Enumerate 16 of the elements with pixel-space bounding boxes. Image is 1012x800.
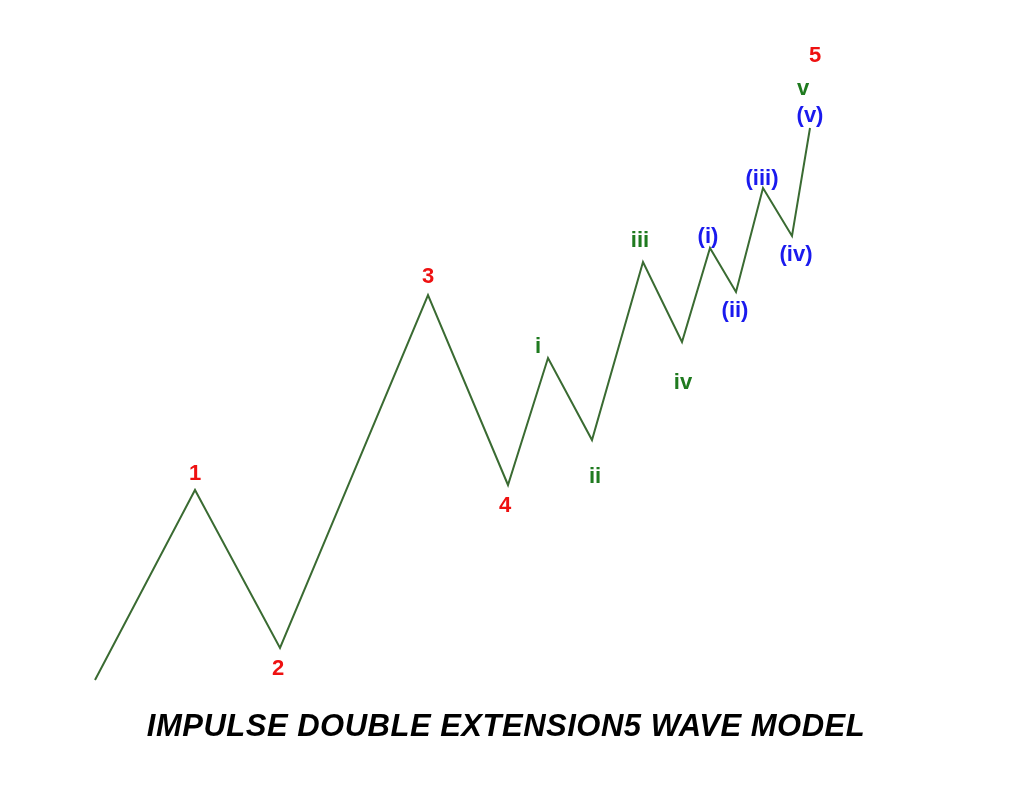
wave-label: ii — [588, 465, 602, 487]
wave-label: iv — [673, 371, 693, 393]
wave-label: i — [534, 335, 542, 357]
wave-label: 1 — [188, 462, 202, 484]
wave-label: (iii) — [745, 167, 779, 189]
wave-label: (v) — [796, 104, 824, 126]
caption: IMPULSE DOUBLE EXTENSION5 WAVE MODEL — [146, 708, 866, 743]
wave-label: (i) — [697, 225, 719, 247]
wave-label: 3 — [421, 265, 435, 287]
wave-label: (ii) — [721, 299, 749, 321]
wave-label: 5 — [808, 44, 822, 66]
wave-label: 4 — [498, 494, 512, 516]
wave-label: v — [796, 77, 810, 99]
wave-label: iii — [630, 229, 650, 251]
wave-label: 2 — [271, 657, 285, 679]
wave-label: (iv) — [779, 243, 813, 265]
